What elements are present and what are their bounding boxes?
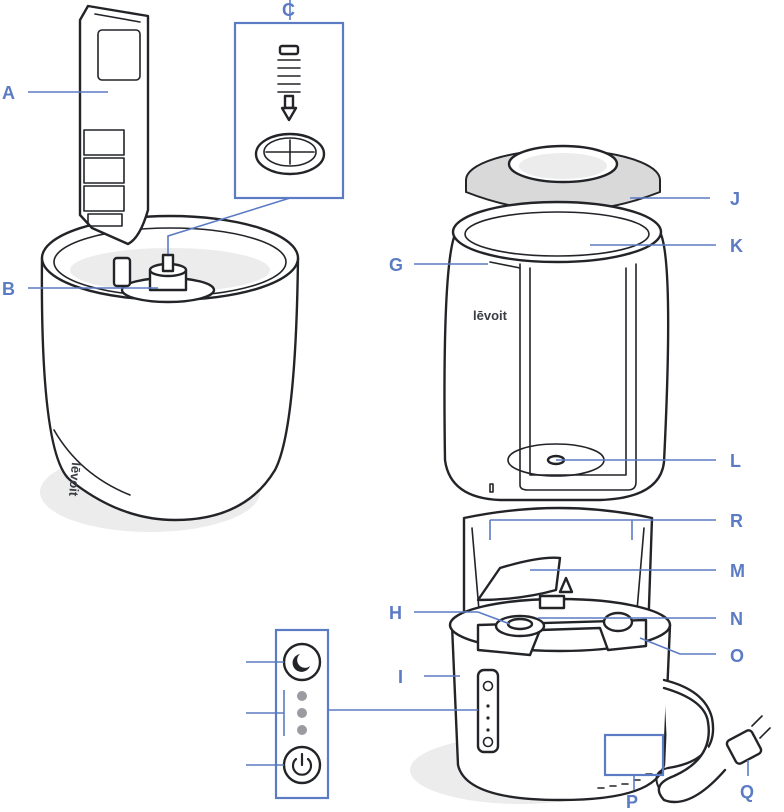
float-disk	[256, 134, 324, 174]
label-q: Q	[740, 782, 754, 802]
label-b: B	[2, 279, 15, 299]
label-p: P	[626, 792, 638, 812]
indicator-dots	[297, 691, 307, 735]
label-o: O	[730, 646, 744, 666]
left-brand-logo: lēvoit	[66, 462, 84, 498]
control-panel-detail	[246, 630, 328, 798]
label-k: K	[730, 236, 743, 256]
label-j: J	[730, 189, 740, 209]
label-n: N	[730, 609, 743, 629]
label-l: L	[730, 451, 741, 471]
label-r: R	[730, 511, 743, 531]
sleep-mode-icon	[284, 644, 320, 680]
spring-part	[278, 46, 300, 120]
detail-box-c	[235, 23, 343, 198]
tank-brand-logo: lēvoit	[473, 308, 508, 323]
filter-wick	[80, 6, 148, 244]
label-c: C	[282, 0, 295, 20]
label-a: A	[2, 83, 15, 103]
left-unit: lēvoit	[40, 216, 298, 532]
label-h: H	[389, 603, 402, 623]
label-m: M	[730, 561, 745, 581]
label-g: G	[389, 255, 403, 275]
tank-unit: lēvoit	[444, 146, 668, 500]
label-i: I	[398, 667, 403, 687]
base-unit	[410, 508, 770, 804]
power-icon	[284, 747, 320, 783]
